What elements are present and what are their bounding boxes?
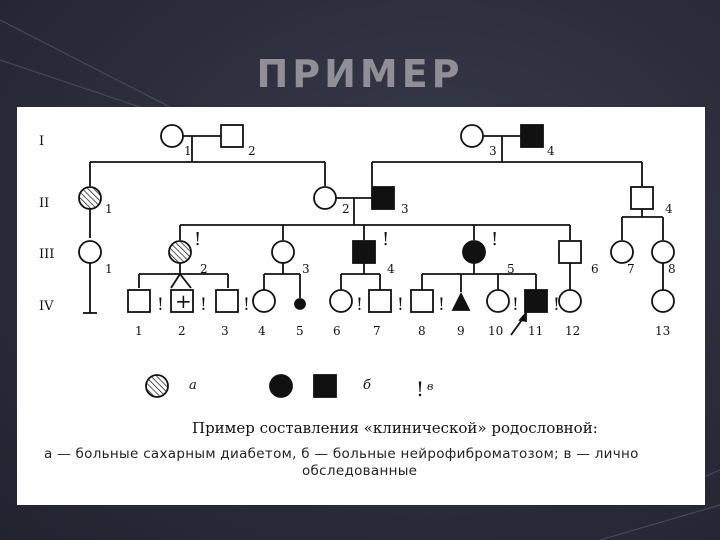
gen3-num-8: 8 [668,262,676,276]
examined-mark: ! [438,295,445,315]
gen2-male-3-affected [371,186,395,210]
gen4-num-13: 13 [655,324,670,338]
caption-legend-line-2: обследованные [302,463,418,479]
gen4-female-13 [651,289,675,313]
gen4-abortion-9 [451,291,471,311]
gen1-female-3 [460,124,484,148]
legend-examined-mark: ! [416,377,424,401]
gen2-female-1-diabetes [78,186,102,210]
examined-mark: ! [157,295,164,315]
caption-title: Пример составления «клинической» родосло… [192,419,598,437]
legend-filled-circle [269,374,293,398]
examined-mark: ! [382,229,389,250]
examined-mark: ! [194,229,201,250]
gen4-num-9: 9 [457,324,465,338]
gen4-num-10: 10 [488,324,503,338]
gen-label-IV: IV [39,299,54,314]
gen4-num-1: 1 [135,324,143,338]
gen-label-II: II [39,196,49,211]
gen2-female-2 [313,186,337,210]
gen3-female-5-affected [462,240,486,264]
legend-label-v: в [427,380,434,393]
gen1-num-3: 3 [489,144,497,158]
gen1-male-2 [220,124,244,148]
gen2-male-4 [630,186,654,210]
gen2-num-1: 1 [105,202,113,216]
gen3-num-3: 3 [302,262,310,276]
gen4-male-11-proband [524,289,548,313]
deceased-cross: + [175,289,192,313]
gen4-num-4: 4 [258,324,266,338]
gen2-num-2: 2 [342,202,350,216]
gen1-male-4-affected [520,124,544,148]
pedigree-panel: I II III IV 1 2 3 4 1 [17,107,705,505]
gen3-male-4-affected [352,240,376,264]
gen3-female-8 [651,240,675,264]
gen4-male-1 [127,289,151,313]
caption-legend-line: а — больные сахарным диабетом, б — больн… [44,446,639,462]
gen-label-III: III [39,247,54,262]
gen4-female-6 [329,289,353,313]
gen4-male-7 [368,289,392,313]
proband-arrowhead [518,310,527,323]
examined-mark: ! [512,295,519,315]
examined-mark: ! [553,295,560,315]
gen3-female-2-diabetes [168,240,192,264]
gen1-num-4: 4 [547,144,555,158]
twin-line [170,273,181,289]
gen3-num-5: 5 [507,262,515,276]
examined-mark: ! [491,229,498,250]
examined-mark: ! [397,295,404,315]
gen4-num-11: 11 [528,324,543,338]
gen3-num-2: 2 [200,262,208,276]
gen3-female-1 [78,240,102,264]
gen4-num-12: 12 [565,324,580,338]
gen2-num-4: 4 [665,202,673,216]
gen4-num-6: 6 [333,324,341,338]
examined-mark: ! [200,295,207,315]
gen-label-I: I [39,134,44,149]
pedigree-diagram: I II III IV 1 2 3 4 1 [39,124,676,401]
twin-line [179,273,192,289]
gen3-num-6: 6 [591,262,599,276]
gen1-female-1 [160,124,184,148]
gen3-num-7: 7 [627,262,635,276]
slide-title: ПРИМЕР [256,52,464,96]
gen4-num-7: 7 [373,324,381,338]
legend-label-a: а [189,378,197,393]
gen3-female-3 [271,240,295,264]
gen4-num-5: 5 [296,324,304,338]
gen4-num-8: 8 [418,324,426,338]
examined-mark: ! [356,295,363,315]
gen3-num-1: 1 [105,262,113,276]
gen4-female-12 [558,289,582,313]
examined-mark: ! [243,295,250,315]
gen4-female-10 [486,289,510,313]
gen4-female-4 [252,289,276,313]
gen1-num-1: 1 [184,144,192,158]
gen4-num-3: 3 [221,324,229,338]
gen3-female-7 [610,240,634,264]
gen4-male-8 [410,289,434,313]
legend-hatched-circle [145,374,169,398]
legend-label-b: б [363,378,371,393]
gen4-num-2: 2 [178,324,186,338]
gen4-male-3 [215,289,239,313]
gen4-miscarriage-5 [294,298,306,310]
gen3-male-6 [558,240,582,264]
gen3-num-4: 4 [387,262,395,276]
gen1-num-2: 2 [248,144,256,158]
legend-filled-square [313,374,337,398]
gen2-num-3: 3 [401,202,409,216]
gen4-male-2-deceased [170,289,194,313]
